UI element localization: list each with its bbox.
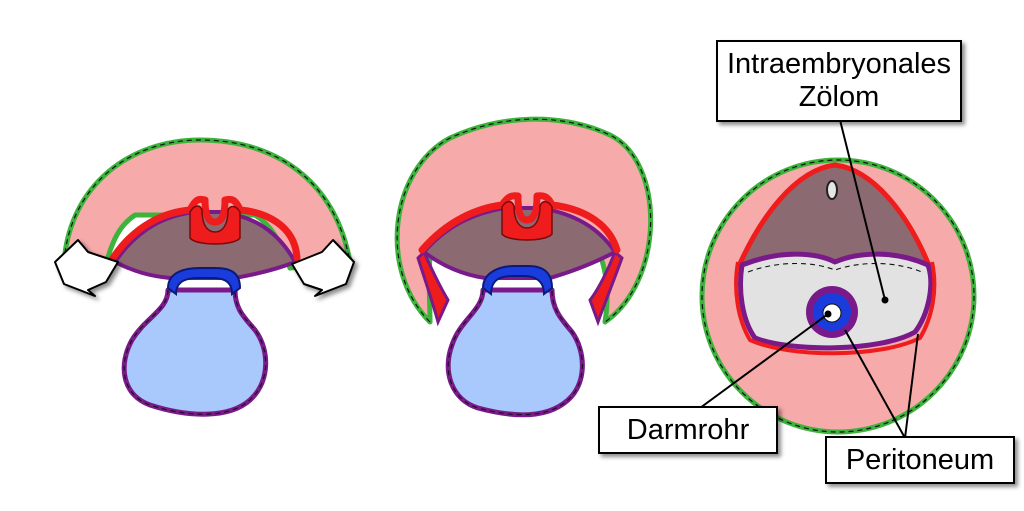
label-darmrohr: Darmrohr <box>598 406 778 454</box>
label-peritoneum-text: Peritoneum <box>845 444 995 476</box>
stage-2-ectoderm-dash <box>396 118 652 323</box>
label-darmrohr-text: Darmrohr <box>626 414 750 446</box>
leader-line-peritoneum-visceral <box>844 329 906 439</box>
stage-3-neural-tube-region <box>735 162 933 271</box>
stage-2-left-fold <box>416 249 450 327</box>
stage-3-embryo <box>699 157 977 435</box>
leader-line-zolom <box>839 119 886 301</box>
leader-line-peritoneum-parietal <box>904 333 919 439</box>
label-zolom-line2: Zölom <box>798 81 880 113</box>
stage-2-right-fold <box>588 249 624 327</box>
stage-1-somite-mesoderm <box>113 210 297 280</box>
label-peritoneum: Peritoneum <box>825 436 1015 484</box>
stage-1-neural-plate <box>109 195 301 262</box>
leader-line-darmrohr <box>699 313 829 409</box>
stage-2-endoderm-plate <box>481 265 554 296</box>
arrow-left-icon <box>54 239 119 297</box>
arrow-right-icon <box>291 239 355 297</box>
stage-1-endoderm-plate <box>166 267 242 296</box>
stage-2-neural-groove <box>501 200 553 241</box>
stage-1-embryo <box>54 137 355 417</box>
stage-3-ectoderm-dash <box>701 159 975 433</box>
stage-2-neural-plate <box>418 192 621 254</box>
stage-2-embryo <box>394 116 654 418</box>
stage-2-yolk-sac <box>445 287 585 418</box>
stage-3-coelom-dash <box>747 262 923 273</box>
stage-3-neural-canal <box>826 180 838 200</box>
stage-1-neural-groove <box>189 205 241 245</box>
label-intraembryonales-zolom: Intraembryonales Zölom <box>716 40 962 122</box>
stage-1-ectoderm-dash <box>63 139 351 263</box>
stage-3-gut-lumen <box>822 303 842 323</box>
stage-1-yolk-sac <box>121 287 269 417</box>
stage-2-yolk-dash <box>447 289 583 416</box>
stage-3-parietal-peritoneum <box>734 261 937 356</box>
label-zolom-line1: Intraembryonales <box>726 48 952 80</box>
